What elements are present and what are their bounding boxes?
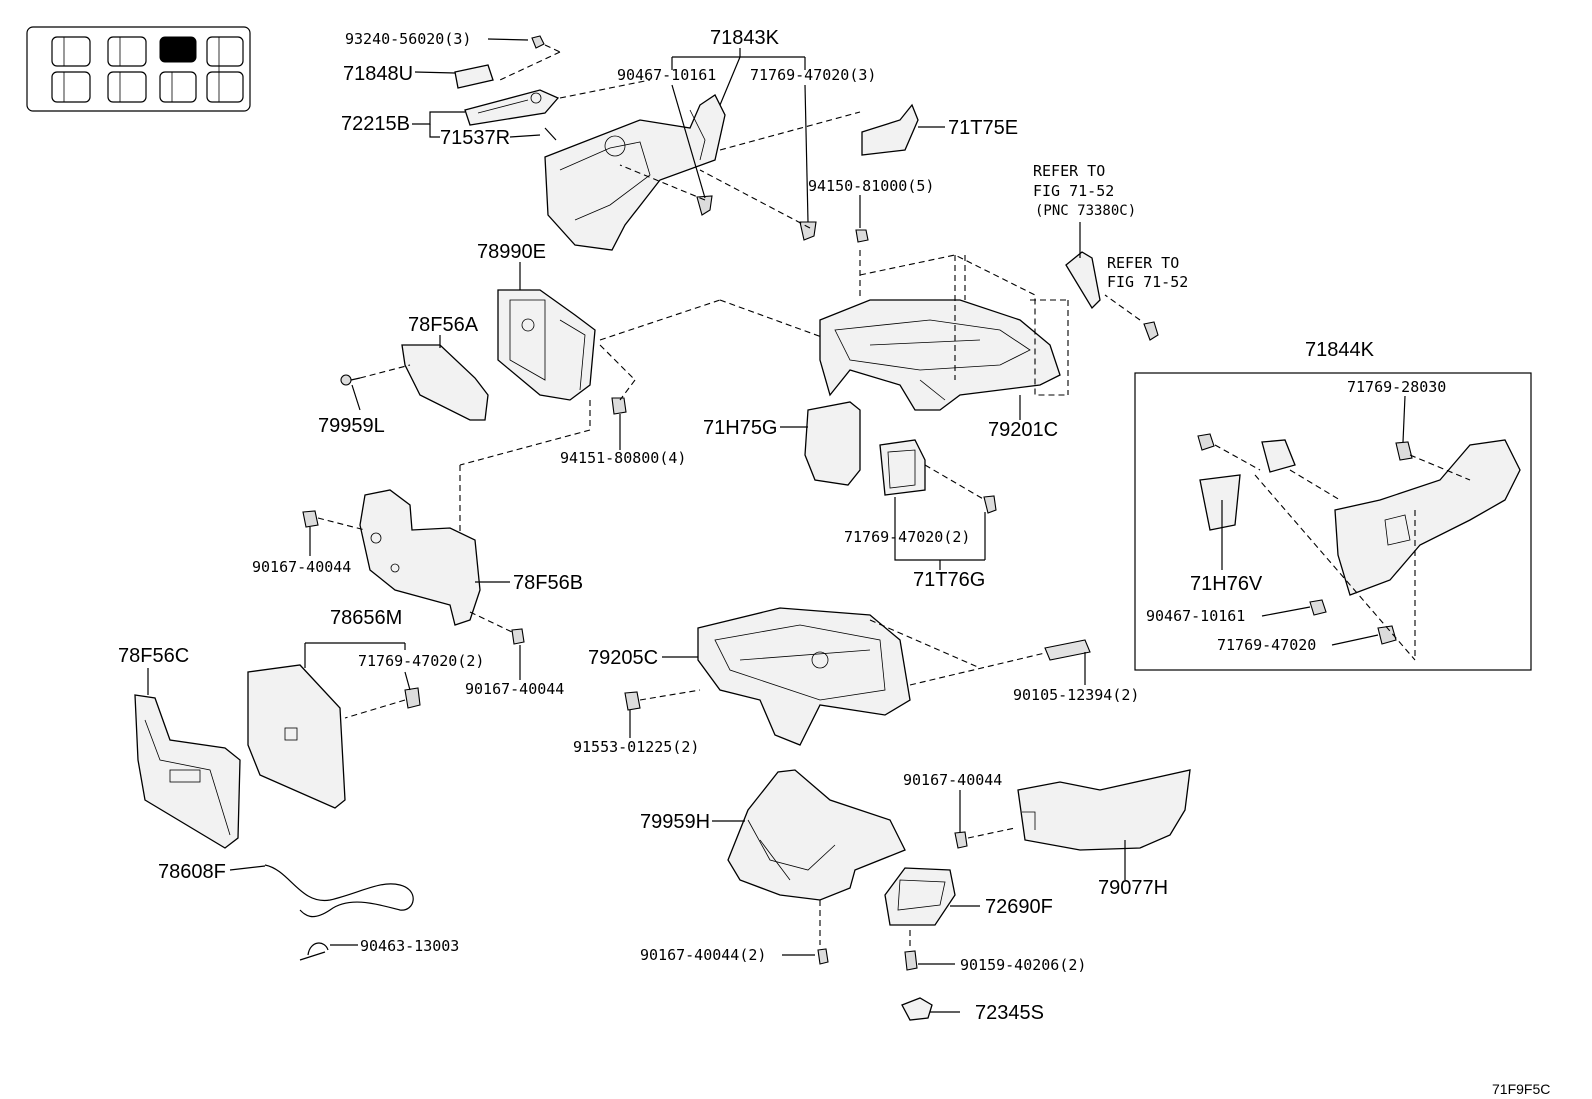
cup-holder-ring-71848U [454, 64, 494, 89]
label-94151-80800: 94151-80800(4) [560, 449, 686, 467]
label-90105-12394: 90105-12394(2) [1013, 686, 1139, 704]
clip-79959L-icon [340, 374, 361, 386]
clip-icon [531, 35, 869, 243]
pad-78F56A [401, 344, 489, 421]
label-71844K: 71844K [1305, 339, 1375, 361]
bracket-78990E [497, 289, 596, 401]
vehicle-section-locator-icon [26, 26, 251, 112]
label-72215B: 72215B [341, 113, 410, 135]
part-labels: 93240-56020(3) 71848U 72215B 71537R 7184… [118, 27, 1550, 1097]
label-93240-56020: 93240-56020(3) [345, 30, 471, 48]
shift-knob-ref-icon [1065, 251, 1101, 310]
label-79077H: 79077H [1098, 877, 1168, 899]
label-90467-10161-box: 90467-10161 [1146, 607, 1245, 625]
label-78990E: 78990E [477, 241, 546, 263]
label-leaders [147, 38, 1406, 1013]
panel-78656M [247, 664, 421, 809]
label-71T76G: 71T76G [913, 569, 985, 591]
label-71537R: 71537R [440, 127, 510, 149]
module-72690F [884, 867, 956, 971]
label-79959L: 79959L [318, 415, 385, 437]
label-79959H: 79959H [640, 811, 710, 833]
plate-78F56B [302, 489, 525, 645]
label-78F56A: 78F56A [408, 314, 479, 336]
label-71769-47020-3: 71769-47020(3) [750, 66, 876, 84]
label-71T75E: 71T75E [948, 117, 1018, 139]
label-72690F: 72690F [985, 896, 1053, 918]
label-refer-to-2b: FIG 71-52 [1107, 273, 1188, 291]
connector-72345S [901, 997, 933, 1021]
cover-79077H [954, 769, 1191, 851]
label-79201C: 79201C [988, 419, 1058, 441]
label-71H76V: 71H76V [1190, 573, 1263, 595]
figure-code: 71F9F5C [1492, 1081, 1550, 1097]
switch-bezel-72215B [464, 89, 560, 126]
leader-lines-frame [859, 254, 1069, 396]
label-90167-40044-c: 90167-40044 [903, 771, 1002, 789]
frame-78F56C [134, 694, 241, 849]
nut-94151-icon [611, 397, 627, 415]
cable-78608F [264, 864, 414, 961]
label-71848U: 71848U [343, 63, 413, 85]
label-72345S: 72345S [975, 1002, 1044, 1024]
label-78608F: 78608F [158, 861, 226, 883]
label-90467-10161-top: 90467-10161 [617, 66, 716, 84]
bracket-71T75E [861, 103, 919, 156]
label-71769-28030: 71769-28030 [1347, 378, 1446, 396]
label-78F56C: 78F56C [118, 645, 189, 667]
label-90167-40044-2: 90167-40044(2) [640, 946, 766, 964]
label-91553-01225: 91553-01225(2) [573, 738, 699, 756]
label-71843K: 71843K [710, 27, 780, 49]
label-90159-40206: 90159-40206(2) [960, 956, 1086, 974]
label-78F56B: 78F56B [513, 572, 583, 594]
label-71769-47020-box: 71769-47020 [1217, 636, 1316, 654]
label-refer-to-1c: (PNC 73380C) [1035, 203, 1136, 219]
group-box-71844K [1134, 372, 1532, 671]
label-90463-13003: 90463-13003 [360, 937, 459, 955]
label-90167-40044-a: 90167-40044 [252, 558, 351, 576]
label-94150-81000: 94150-81000(5) [808, 177, 934, 195]
console-frame-79201C [819, 299, 1061, 411]
panel-71H75G [804, 401, 861, 486]
label-71H75G: 71H75G [703, 417, 778, 439]
label-71769-47020-2a: 71769-47020(2) [844, 528, 970, 546]
label-refer-to-1b: FIG 71-52 [1033, 182, 1114, 200]
bolt-ref-icon [1104, 294, 1159, 341]
label-refer-to-2a: REFER TO [1107, 254, 1179, 272]
pad-71537R [544, 127, 557, 141]
label-refer-to-1a: REFER TO [1033, 162, 1105, 180]
console-side-panel-71843K [544, 94, 726, 251]
duct-79959H [727, 769, 906, 965]
bracket-71T76G [879, 439, 997, 514]
seat-frame-79205C [624, 607, 1091, 746]
label-79205C: 79205C [588, 647, 658, 669]
label-78656M: 78656M [330, 607, 402, 629]
label-90167-40044-b: 90167-40044 [465, 680, 564, 698]
label-71769-47020-2b: 71769-47020(2) [358, 652, 484, 670]
